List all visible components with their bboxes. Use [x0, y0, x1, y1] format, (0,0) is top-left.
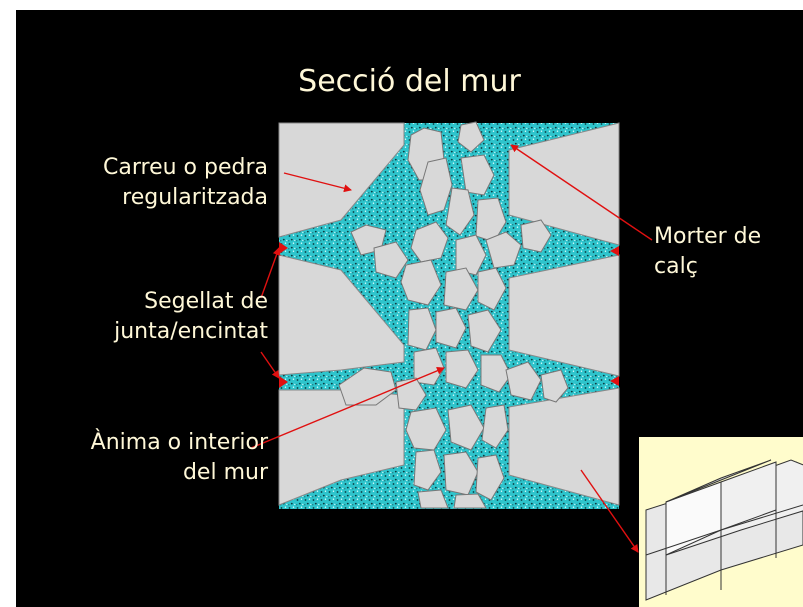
label-mortar-line2: calç	[654, 254, 698, 279]
joint-seals	[279, 242, 619, 388]
arrow-seal-bottom	[260, 351, 280, 379]
right-ashlar-stones	[508, 122, 620, 506]
label-ashlar-line2: regularitzada	[122, 185, 268, 210]
slide-title: Secció del mur	[298, 64, 521, 99]
label-mortar-line1: Morter de	[654, 224, 762, 249]
label-seal: Segellat de junta/encintat	[114, 287, 268, 347]
label-ashlar: Carreu o pedra regularitzada	[103, 153, 268, 213]
left-ashlar-stones	[278, 122, 405, 506]
arrow-ashlar	[283, 172, 352, 193]
arrow-core	[250, 366, 445, 449]
label-seal-line2: junta/encintat	[114, 319, 268, 344]
arrow-inset	[580, 469, 639, 553]
rubble-core-stones	[338, 121, 569, 509]
label-seal-line1: Segellat de	[144, 289, 268, 314]
inset-block-illustration	[639, 437, 803, 607]
label-core: Ànima o interior del mur	[91, 428, 268, 488]
label-core-line2: del mur	[182, 460, 268, 485]
arrow-mortar	[510, 144, 653, 241]
annotation-arrows	[250, 144, 653, 553]
wall-section-diagram	[250, 121, 803, 607]
label-ashlar-line1: Carreu o pedra	[103, 155, 268, 180]
label-mortar: Morter de calç	[654, 222, 761, 282]
slide: Secció del mur Carreu o pedra regularitz…	[16, 10, 803, 607]
arrow-seal-top	[260, 247, 281, 299]
label-core-line1: Ànima o interior	[90, 430, 268, 455]
